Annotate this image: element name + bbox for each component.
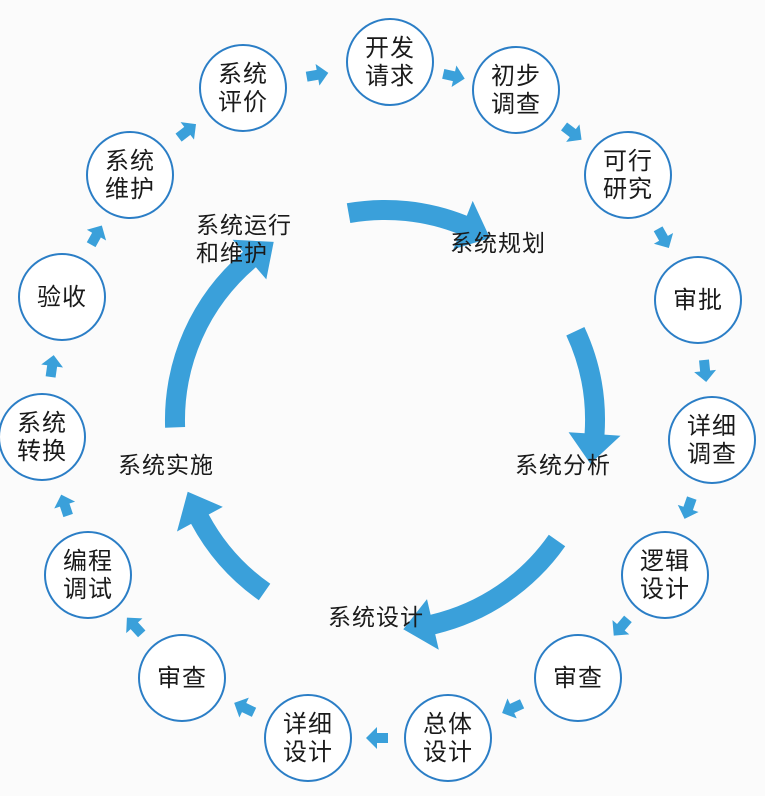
node-biancheng: 编程调试 — [44, 531, 132, 619]
flow-arrow — [366, 727, 388, 749]
node-label-line: 调查 — [491, 90, 541, 118]
cycle-arrow-to-analysis — [566, 327, 621, 464]
cycle-arrow-to-implementation — [177, 491, 271, 601]
cycle-arrow-to-operation — [164, 239, 274, 428]
node-label-line: 逻辑 — [640, 547, 690, 575]
node-label-line: 设计 — [283, 738, 333, 766]
stage-fenxi: 系统分析 — [515, 452, 611, 480]
node-label-line: 详细 — [687, 412, 737, 440]
node-xiangxi-sheji: 详细设计 — [264, 694, 352, 782]
stage-sheji: 系统设计 — [328, 604, 424, 632]
node-label-line: 审查 — [553, 664, 603, 692]
flow-arrow — [694, 359, 717, 382]
node-xiangxi-diaocha: 详细调查 — [668, 396, 756, 484]
node-label-line: 审查 — [157, 664, 207, 692]
node-label-line: 初步 — [491, 62, 541, 90]
node-label-line: 系统 — [218, 60, 268, 88]
flow-arrow — [502, 698, 525, 719]
node-pingjia: 系统评价 — [199, 44, 287, 132]
node-label-line: 编程 — [63, 547, 113, 575]
stage-label-line: 系统运行 — [196, 213, 292, 239]
node-zongti: 总体设计 — [404, 694, 492, 782]
stage-yunxing: 系统运行和维护 — [196, 212, 292, 268]
node-label-line: 开发 — [365, 34, 415, 62]
stage-shishi: 系统实施 — [118, 452, 214, 480]
node-label-line: 详细 — [283, 710, 333, 738]
stage-label-line: 系统规划 — [450, 231, 546, 257]
node-shencha-2: 审查 — [138, 634, 226, 722]
flow-arrow — [234, 697, 257, 718]
node-chubu: 初步调查 — [472, 46, 560, 134]
flow-arrow — [175, 122, 197, 142]
node-kexing: 可行研究 — [584, 131, 672, 219]
flow-arrow — [612, 615, 632, 636]
node-weihu: 系统维护 — [86, 131, 174, 219]
node-label-line: 系统 — [105, 147, 155, 175]
flow-arrow — [653, 226, 674, 248]
cycle-arrow-to-design — [403, 534, 566, 650]
flow-arrow — [86, 225, 107, 248]
node-luoji: 逻辑设计 — [621, 531, 709, 619]
node-zhuanhuan: 系统转换 — [0, 393, 86, 481]
stage-label-line: 和维护 — [196, 241, 268, 267]
flow-arrow — [305, 63, 329, 86]
stage-guihua: 系统规划 — [450, 230, 546, 258]
node-label-line: 设计 — [423, 738, 473, 766]
node-label-line: 设计 — [640, 575, 690, 603]
stage-label-line: 系统实施 — [118, 453, 214, 479]
node-label-line: 审批 — [673, 286, 723, 314]
node-label-line: 转换 — [17, 437, 67, 465]
node-kaifa: 开发请求 — [346, 18, 434, 106]
node-yanshou: 验收 — [18, 253, 106, 341]
node-shenpi: 审批 — [654, 256, 742, 344]
node-shencha-1: 审查 — [534, 634, 622, 722]
flow-arrow — [41, 355, 64, 378]
node-label-line: 总体 — [423, 710, 473, 738]
cycle-arrow-to-planning — [346, 199, 490, 250]
flow-arrow — [126, 617, 146, 638]
node-label-line: 系统 — [17, 409, 67, 437]
node-label-line: 验收 — [37, 283, 87, 311]
node-label-line: 维护 — [105, 175, 155, 203]
flow-arrow — [54, 494, 76, 518]
node-label-line: 请求 — [365, 62, 415, 90]
node-label-line: 评价 — [218, 88, 268, 116]
flow-arrow — [677, 496, 699, 519]
flow-arrow — [442, 65, 465, 87]
stage-label-line: 系统设计 — [328, 605, 424, 631]
node-label-line: 调查 — [687, 440, 737, 468]
node-label-line: 研究 — [603, 175, 653, 203]
stage-label-line: 系统分析 — [515, 453, 611, 479]
flow-arrow — [561, 122, 582, 142]
node-label-line: 调试 — [63, 575, 113, 603]
node-label-line: 可行 — [603, 147, 653, 175]
